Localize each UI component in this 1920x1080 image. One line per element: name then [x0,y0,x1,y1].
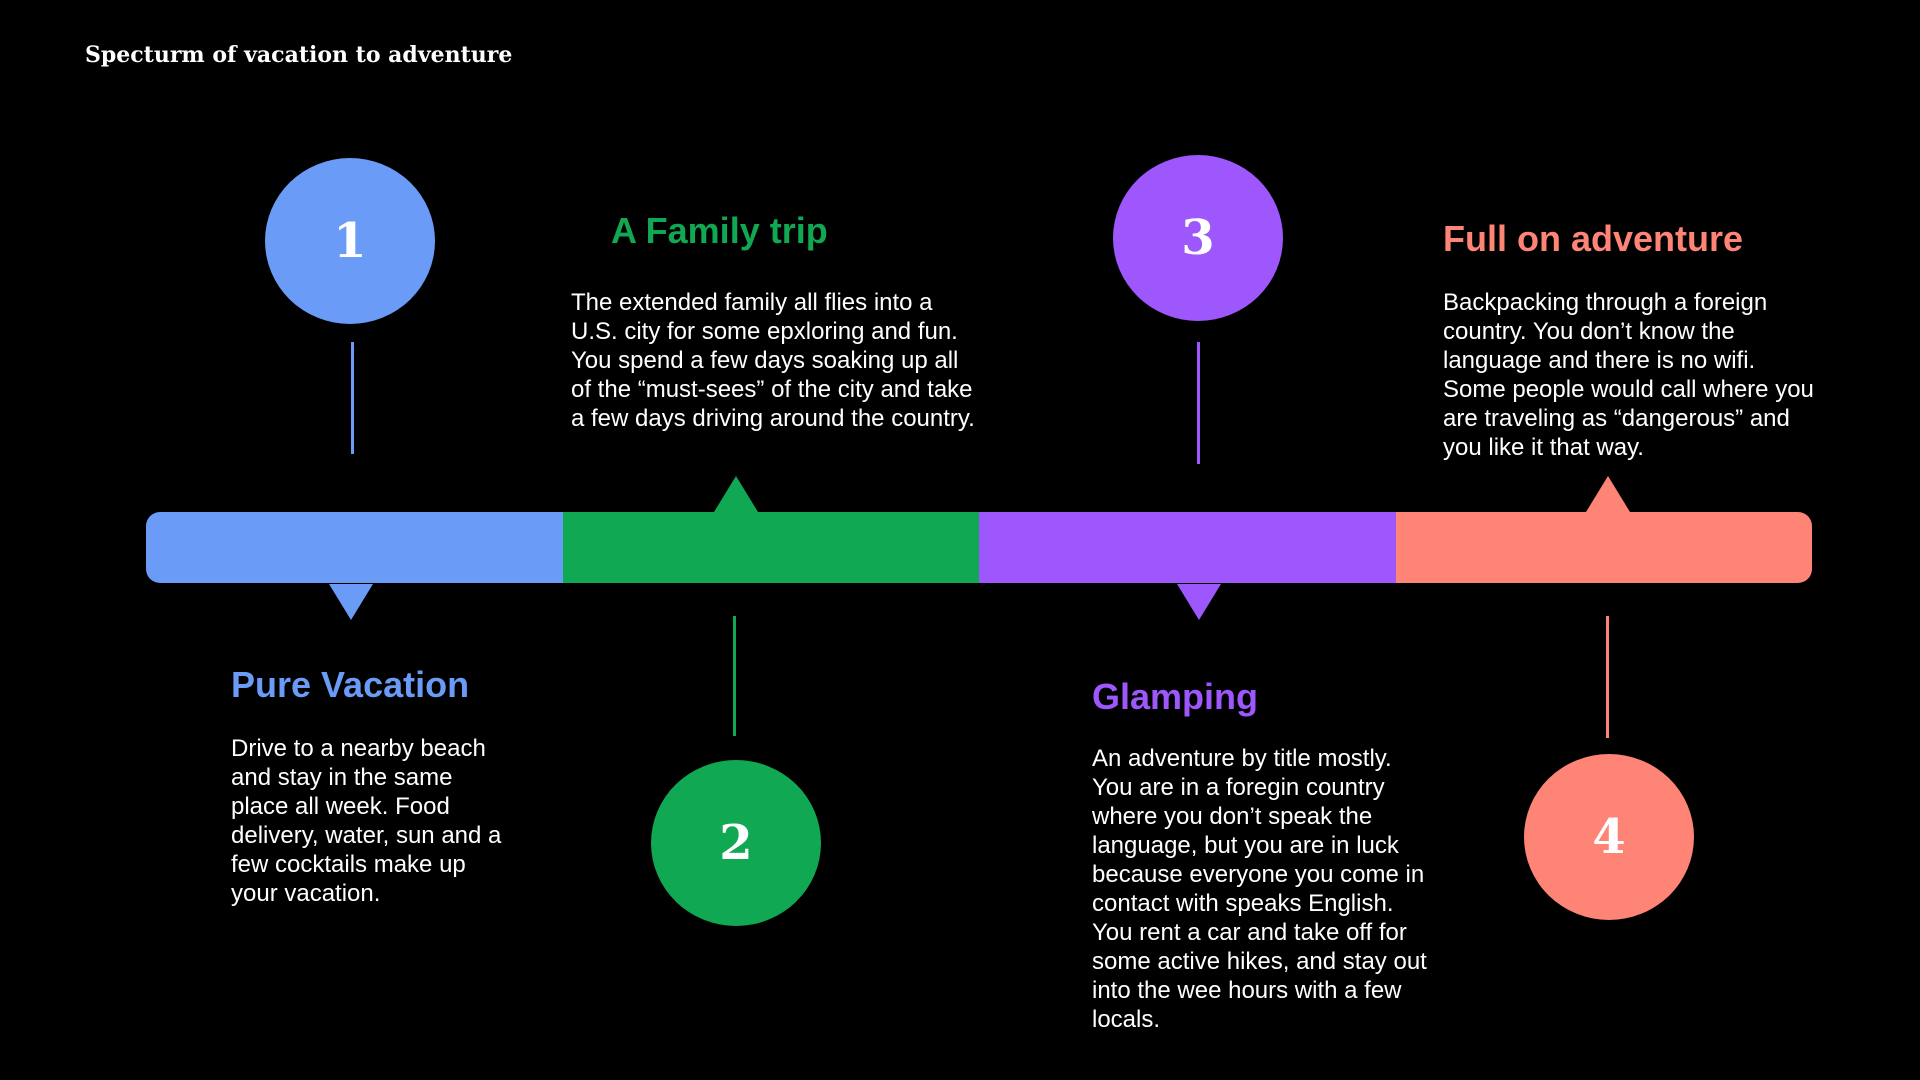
stage-4-number-circle: 4 [1524,754,1694,920]
stage-1-pointer [329,584,373,620]
spectrum-segment-pure-vacation [146,512,563,583]
stage-1-connector-line [351,342,354,454]
stage-4-description: Backpacking through a foreign country. Y… [1443,289,1814,461]
stage-4-heading: Full on adventure [1443,218,1744,259]
stage-3-heading: Glamping [1092,676,1259,717]
stage-2-number: 2 [719,815,753,871]
stage-3-connector-line [1197,342,1200,464]
stage-4-pointer [1586,476,1630,512]
stage-4-number: 4 [1592,809,1626,865]
stage-1-description: Drive to a nearby beach and stay in the … [231,735,502,907]
stage-3-number: 3 [1181,210,1215,266]
stage-2-pointer [714,476,758,512]
stage-3-pointer [1177,584,1221,620]
stage-2-heading: A Family trip [611,210,828,251]
stage-1-number-circle: 1 [265,158,435,324]
spectrum-bar [146,512,1812,583]
spectrum-segment-full-adventure [1395,512,1812,583]
stage-2-description: The extended family all flies into a U.S… [571,289,975,432]
stage-1-heading: Pure Vacation [231,664,470,705]
spectrum-segment-family-trip [562,512,979,583]
spectrum-segment-glamping [979,512,1396,583]
stage-3-number-circle: 3 [1113,155,1283,321]
stage-2-number-circle: 2 [651,760,821,926]
stage-4-connector-line [1606,616,1609,738]
page-title: Specturm of vacation to adventure [85,42,513,68]
stage-3-description: An adventure by title mostly. You are in… [1092,745,1427,1033]
stage-2-connector-line [733,616,736,736]
stage-1-number: 1 [333,213,367,269]
